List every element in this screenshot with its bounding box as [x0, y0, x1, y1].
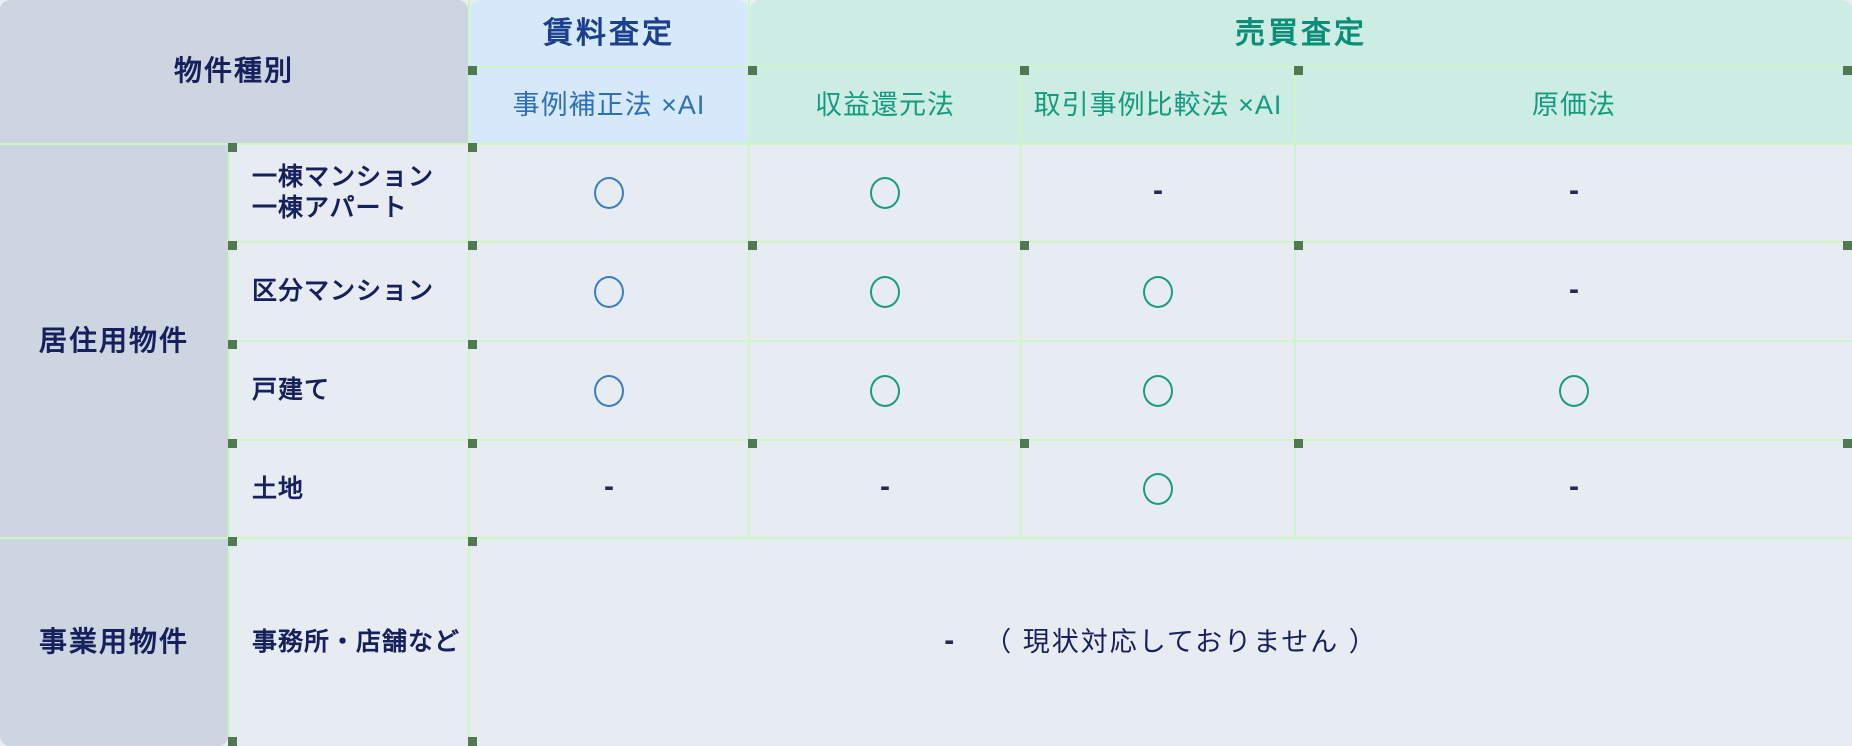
dash-mark-icon: -	[1569, 470, 1579, 503]
table-cell-r2c3	[1296, 342, 1852, 439]
header-method-cost-approach: 原価法	[1296, 68, 1852, 143]
table-cell-r3c0: -	[470, 441, 748, 537]
row-0-label-line2: 一棟アパート	[252, 194, 408, 222]
grid-corner-dot	[228, 241, 237, 250]
table-row-label-0: 一棟マンション 一棟アパート	[230, 145, 468, 241]
table-row-label-1: 区分マンション	[230, 243, 468, 340]
table-cell-r2c2	[1022, 342, 1294, 439]
grid-hline	[0, 143, 1852, 145]
header-group-rent-label: 賃料査定	[543, 16, 675, 50]
grid-corner-dot	[468, 66, 477, 75]
circle-mark-icon	[594, 275, 624, 308]
circle-mark-icon	[870, 374, 900, 407]
grid-vline	[1020, 66, 1022, 539]
table-cell-r0c1	[750, 145, 1020, 241]
table-cell-r0c2: -	[1022, 145, 1294, 241]
grid-corner-dot	[228, 143, 237, 152]
grid-vline	[1294, 66, 1296, 539]
header-method-income-capitalization: 収益還元法	[750, 68, 1020, 143]
grid-hline	[230, 241, 1852, 243]
business-note-text: （ 現状対応しておりません ）	[984, 626, 1378, 657]
header-method-3-label: 原価法	[1532, 89, 1616, 120]
grid-corner-dot	[1294, 66, 1303, 75]
grid-corner-dot	[228, 737, 237, 746]
header-method-1-label: 収益還元法	[815, 89, 955, 120]
table-cell-business-note: - （ 現状対応しておりません ）	[470, 539, 1852, 746]
grid-hline	[470, 66, 1852, 68]
circle-mark-icon	[870, 177, 900, 209]
grid-corner-dot	[468, 439, 477, 448]
grid-corner-dot	[468, 241, 477, 250]
table-cell-r3c2	[1022, 441, 1294, 537]
dash-mark-icon: -	[1569, 272, 1579, 306]
circle-mark-icon	[1143, 374, 1173, 407]
header-group-rent-assessment: 賃料査定	[470, 0, 748, 66]
grid-corner-dot	[1843, 439, 1852, 448]
grid-corner-dot	[748, 439, 757, 448]
grid-corner-dot	[1020, 241, 1029, 250]
dash-mark-icon: -	[880, 470, 890, 503]
grid-corner-dot	[1843, 66, 1852, 75]
table-row-label-3: 土地	[230, 441, 468, 537]
table-cell-r2c0	[470, 342, 748, 439]
table-cell-r2c1	[750, 342, 1020, 439]
table-cell-r1c0	[470, 243, 748, 340]
table-cell-r0c3: -	[1296, 145, 1852, 241]
grid-corner-dot	[1020, 439, 1029, 448]
row-0-label-line1: 一棟マンション	[252, 162, 435, 191]
table-cell-r1c1	[750, 243, 1020, 340]
grid-corner-dot	[1020, 66, 1029, 75]
grid-corner-dot	[468, 737, 477, 746]
circle-mark-icon	[594, 374, 624, 407]
grid-corner-dot	[468, 143, 477, 152]
dash-mark-icon: -	[604, 470, 614, 503]
header-property-type: 物件種別	[0, 0, 468, 143]
table-row-label-2: 戸建て	[230, 342, 468, 439]
header-method-transaction-comparison-ai: 取引事例比較法 ×AI	[1022, 68, 1294, 143]
circle-mark-icon	[1143, 473, 1173, 505]
rowgroup-residential: 居住用物件	[0, 145, 228, 537]
grid-vline	[748, 0, 750, 539]
grid-hline	[0, 537, 1852, 539]
grid-corner-dot	[748, 66, 757, 75]
grid-corner-dot	[228, 537, 237, 546]
grid-corner-dot	[468, 537, 477, 546]
grid-corner-dot	[228, 439, 237, 448]
row-1-label-line1: 区分マンション	[252, 277, 435, 306]
dash-mark-icon: -	[1569, 174, 1579, 207]
grid-hline	[230, 439, 1852, 441]
header-group-sale-assessment: 売買査定	[750, 0, 1852, 66]
grid-corner-dot	[468, 340, 477, 349]
table-cell-r1c3: -	[1296, 243, 1852, 340]
table-row-label-4: 事務所・店舗など	[230, 539, 468, 746]
header-group-sale-label: 売買査定	[1235, 16, 1367, 50]
grid-corner-dot	[748, 241, 757, 250]
table-cell-r3c3: -	[1296, 441, 1852, 537]
row-2-label-line1: 戸建て	[252, 376, 331, 405]
circle-mark-icon	[594, 177, 624, 209]
header-method-2-label: 取引事例比較法 ×AI	[1033, 89, 1283, 120]
dash-mark-icon: -	[944, 623, 955, 657]
header-property-type-label: 物件種別	[173, 55, 294, 87]
table-cell-r0c0	[470, 145, 748, 241]
grid-vline	[468, 0, 470, 746]
rowgroup-business-label: 事業用物件	[38, 626, 189, 658]
grid-corner-dot	[1294, 241, 1303, 250]
rowgroup-business: 事業用物件	[0, 539, 228, 746]
row-3-label-line1: 土地	[252, 474, 305, 503]
circle-mark-icon	[1143, 275, 1173, 308]
table-cell-r3c1: -	[750, 441, 1020, 537]
table-cell-r1c2	[1022, 243, 1294, 340]
grid-corner-dot	[1843, 241, 1852, 250]
circle-mark-icon	[1559, 374, 1589, 407]
circle-mark-icon	[870, 275, 900, 308]
header-method-case-correction-ai: 事例補正法 ×AI	[470, 68, 748, 143]
rowgroup-residential-label: 居住用物件	[38, 324, 189, 356]
dash-mark-icon: -	[1153, 174, 1163, 207]
header-method-0-label: 事例補正法 ×AI	[512, 89, 706, 120]
grid-corner-dot	[1294, 439, 1303, 448]
row-4-label: 事務所・店舗など	[252, 628, 461, 657]
grid-hline	[230, 340, 1852, 342]
grid-corner-dot	[228, 340, 237, 349]
